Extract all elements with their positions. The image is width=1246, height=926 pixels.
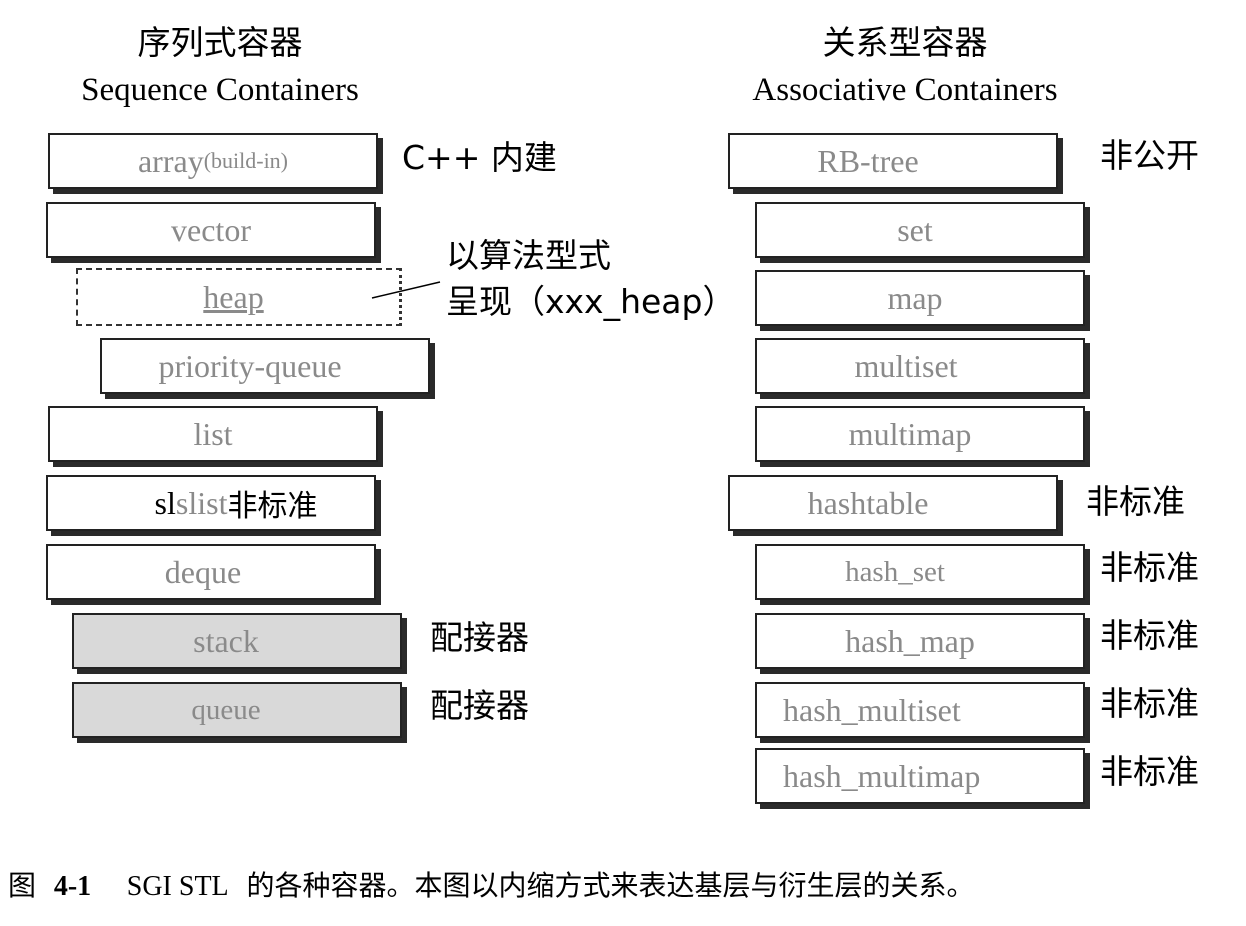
figure-caption: 图 4-1 SGI STL 的各种容器。本图以内缩方式来表达基层与衍生层的关系。 [8, 868, 975, 905]
rbtree-box: RB-tree [728, 133, 1058, 189]
deque-box: deque [46, 544, 376, 600]
map-label: map [887, 279, 943, 316]
hash-multiset-box: hash_multiset [755, 682, 1085, 738]
list-box: list [48, 406, 378, 462]
hash-multimap-label: hash_multimap [783, 757, 981, 794]
hash-multiset-note: 非标准 [1100, 684, 1199, 723]
set-box: set [755, 202, 1085, 258]
caption-label: 图 [8, 869, 37, 902]
hash-set-box: hash_set [755, 544, 1085, 600]
hash-multiset-label: hash_multiset [783, 691, 961, 728]
array-sub-label: (build-in) [203, 148, 289, 173]
vector-box: vector [46, 202, 376, 258]
hashtable-box: hashtable [728, 475, 1058, 531]
priority-queue-label: priority-queue [158, 347, 342, 384]
algo-note-line2: 呈现（xxx_heap） [446, 282, 736, 321]
multimap-label: multimap [848, 415, 972, 452]
rbtree-note: 非公开 [1100, 136, 1199, 175]
hash-map-label: hash_map [845, 622, 975, 659]
stack-label: stack [193, 622, 259, 659]
hash-set-note: 非标准 [1100, 548, 1199, 587]
hash-map-box: hash_map [755, 613, 1085, 669]
set-label: set [897, 211, 933, 248]
associative-title-cn: 关系型容器 [822, 26, 988, 62]
sequence-title-cn: 序列式容器 [137, 26, 303, 62]
hashtable-label: hashtable [807, 484, 929, 521]
hash-map-note: 非标准 [1100, 616, 1199, 655]
heap-box: heap [76, 268, 402, 326]
hash-multimap-note: 非标准 [1100, 752, 1199, 791]
caption-text: 的各种容器。本图以内缩方式来表达基层与衍生层的关系。 [246, 869, 975, 902]
associative-title-en: Associative Containers [752, 72, 1058, 108]
caption-stl: SGI STL [126, 871, 229, 902]
slist-label: slist [175, 484, 228, 521]
vector-label: vector [171, 211, 251, 248]
priority-queue-box: priority-queue [100, 338, 430, 394]
array-label: array [137, 142, 204, 179]
array-box: array(build-in) [48, 133, 378, 189]
slist-note: 非标准 [227, 489, 318, 524]
rbtree-label: RB-tree [817, 142, 919, 179]
queue-label: queue [191, 693, 261, 726]
multimap-box: multimap [755, 406, 1085, 462]
stack-box: stack [72, 613, 402, 669]
list-label: list [193, 415, 233, 452]
hashtable-note: 非标准 [1086, 482, 1185, 521]
slist-prefix: sl [154, 484, 176, 521]
deque-label: deque [164, 553, 242, 590]
map-box: map [755, 270, 1085, 326]
caption-number: 4-1 [53, 871, 92, 902]
heap-label: heap [203, 278, 264, 315]
hash-multimap-box: hash_multimap [755, 748, 1085, 804]
sequence-title-en: Sequence Containers [81, 72, 359, 108]
stack-adapter-note: 配接器 [430, 618, 529, 657]
multiset-box: multiset [755, 338, 1085, 394]
hash-set-label: hash_set [845, 555, 945, 588]
builtin-note: C++ 内建 [402, 138, 557, 177]
multiset-label: multiset [854, 347, 958, 384]
queue-box: queue [72, 682, 402, 738]
queue-adapter-note: 配接器 [430, 686, 529, 725]
algo-note-line1: 以算法型式 [446, 236, 611, 275]
